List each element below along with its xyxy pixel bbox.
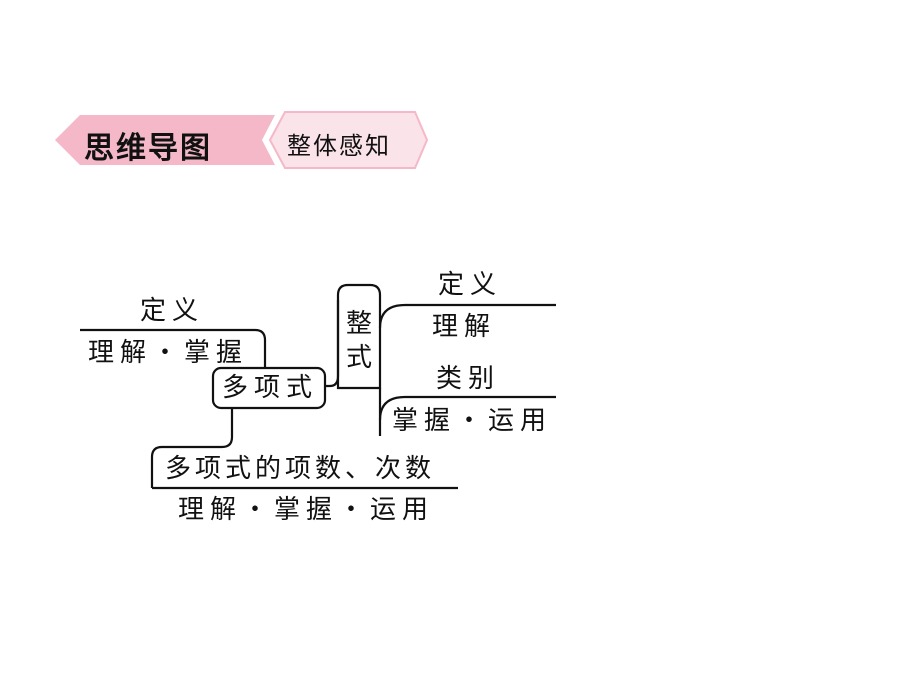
group-label-char-2: 式 — [345, 343, 372, 373]
banner-main-shape — [55, 115, 275, 165]
center-to-group-connector — [325, 300, 340, 388]
branch-1-requirement: 理解 — [432, 312, 497, 342]
bottom-concept: 多项式的项数、次数 — [165, 454, 436, 484]
bottom-requirement: 理解・掌握・运用 — [178, 495, 435, 525]
group-label: 整 式 — [344, 307, 374, 375]
branch-2-requirement: 掌握・运用 — [392, 406, 553, 436]
branch-2-line — [378, 395, 556, 421]
left-top-concept: 定义 — [140, 296, 205, 326]
group-label-char-1: 整 — [345, 309, 372, 339]
left-top-connector — [80, 328, 267, 368]
branch-2-concept: 类别 — [436, 364, 501, 394]
banner-title: 思维导图 — [84, 131, 212, 166]
branch-1-line — [378, 303, 556, 329]
banner-sub-shape — [268, 111, 429, 169]
center-node-label: 多项式 — [222, 373, 319, 403]
left-top-requirement: 理解・掌握 — [88, 338, 249, 368]
branch-1-concept: 定义 — [438, 270, 503, 300]
center-node-box — [211, 366, 327, 410]
center-to-bottom-connector — [150, 408, 234, 488]
group-box — [336, 283, 382, 390]
banner-subtitle: 整体感知 — [287, 132, 391, 160]
